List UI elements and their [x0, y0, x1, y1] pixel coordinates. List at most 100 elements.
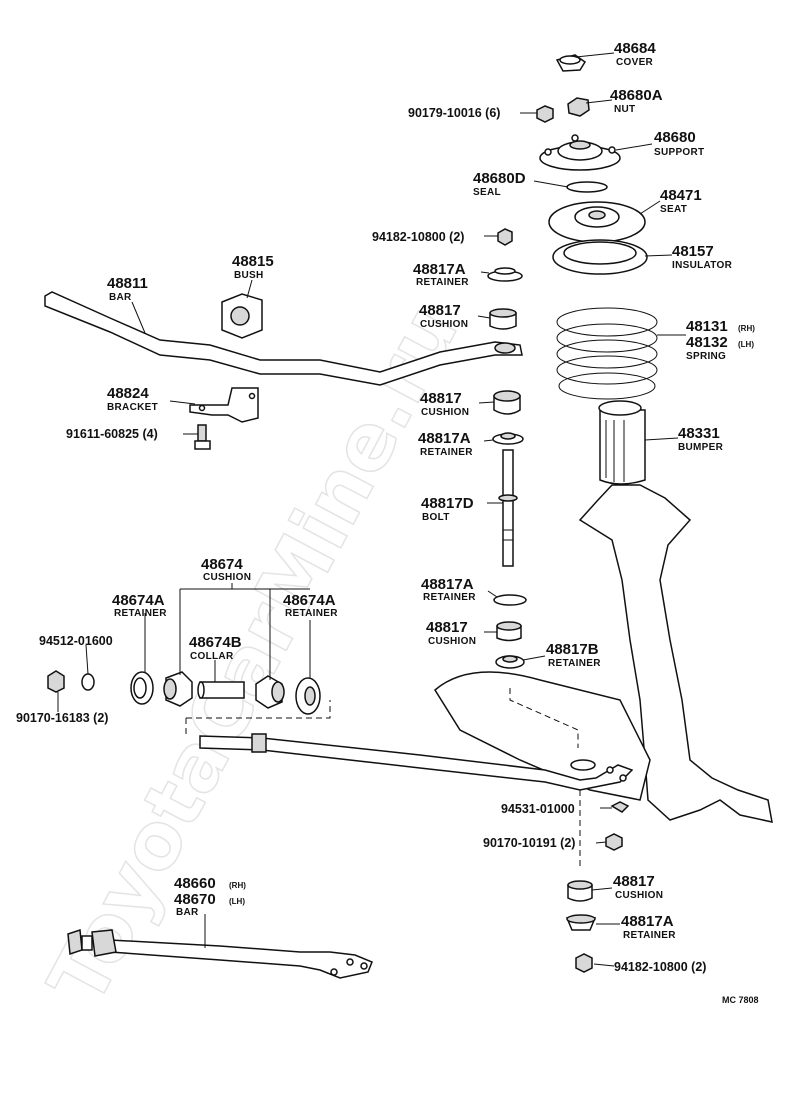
insulator-part [552, 239, 648, 275]
part-number-90170-10191: 90170-10191 (2) [483, 836, 575, 850]
tension-bar-part [67, 928, 373, 979]
part-number-94512: 94512-01600 [39, 634, 113, 648]
retainer-3-part [493, 594, 527, 606]
part-number-48817-4: 48817 [613, 873, 655, 890]
part-number-94182-bottom: 94182-10800 (2) [614, 960, 706, 974]
strut-knuckle-part [434, 484, 773, 823]
cushion-4-part [567, 880, 593, 902]
part-name-retainer-48674a-left: RETAINER [114, 608, 167, 619]
rod-washer-part [81, 673, 95, 691]
part-number-48131: 48131 [686, 318, 728, 335]
part-number-48817a-1: 48817A [413, 261, 466, 278]
part-number-48817-3: 48817 [426, 619, 468, 636]
nut-part [567, 97, 590, 117]
part-number-48157: 48157 [672, 243, 714, 260]
part-name-support: SUPPORT [654, 147, 704, 158]
nut-small-part [536, 105, 554, 123]
part-suffix-lh-48132: (LH) [738, 340, 754, 349]
bracket-part [189, 387, 259, 423]
retainer-b-part [495, 655, 525, 669]
part-name-cover: COVER [616, 57, 654, 68]
stabilizer-bar-part [44, 291, 523, 386]
part-suffix-rh-48131: (RH) [738, 324, 755, 333]
part-name-cushion-2: CUSHION [421, 407, 469, 418]
cover-part [555, 54, 587, 72]
part-number-48817a-2: 48817A [418, 430, 471, 447]
part-number-48674: 48674 [201, 556, 243, 573]
bracket-bolt-part [194, 424, 211, 450]
part-number-48817-2: 48817 [420, 390, 462, 407]
part-name-bracket: BRACKET [107, 402, 158, 413]
cushion-3-part [496, 621, 522, 642]
part-number-48674a-left: 48674A [112, 592, 165, 609]
part-name-bumper: BUMPER [678, 442, 724, 453]
part-name-seat: SEAT [660, 204, 687, 215]
part-number-48132: 48132 [686, 334, 728, 351]
part-number-48811: 48811 [107, 275, 148, 292]
bush-part [221, 293, 263, 339]
part-number-48680: 48680 [654, 129, 696, 146]
retainer-2-part [492, 432, 524, 445]
part-number-94531: 94531-01000 [501, 802, 575, 816]
part-name-seal: SEAL [473, 187, 501, 198]
part-number-48331: 48331 [678, 425, 720, 442]
part-name-retainer-b: RETAINER [548, 658, 601, 669]
part-number-48824: 48824 [107, 385, 149, 402]
rod-retainer-right-part [295, 677, 321, 715]
spring-part [556, 307, 658, 400]
seal-part [566, 181, 608, 193]
small-bolt-part [610, 801, 630, 813]
part-name-retainer-48674a-right: RETAINER [285, 608, 338, 619]
part-name-bar: BAR [109, 292, 132, 303]
part-name-bar-48670: BAR [176, 907, 199, 918]
part-name-retainer-3: RETAINER [423, 592, 476, 603]
part-number-48674b: 48674B [189, 634, 242, 651]
part-number-48817d: 48817D [421, 495, 474, 512]
bolt-stack-small-nut [497, 228, 513, 246]
part-number-48660: 48660 [174, 875, 216, 892]
part-name-cushion-4: CUSHION [615, 890, 663, 901]
part-name-collar: COLLAR [190, 651, 234, 662]
rod-collar-part [197, 681, 245, 699]
part-name-bolt: BOLT [422, 512, 450, 523]
part-number-94182-top: 94182-10800 (2) [372, 230, 464, 244]
part-number-91611: 91611-60825 (4) [66, 427, 158, 441]
part-number-48471: 48471 [660, 187, 702, 204]
part-name-bush: BUSH [234, 270, 264, 281]
part-name-insulator: INSULATOR [672, 260, 733, 271]
cushion-2-part [493, 390, 521, 415]
part-number-48684: 48684 [614, 40, 656, 57]
part-number-48817a-4: 48817A [621, 913, 674, 930]
cushion-1-part [489, 308, 517, 330]
part-name-cushion-48674: CUSHION [203, 572, 251, 583]
small-bolt-2-part [605, 833, 623, 851]
rod-retainer-left-part [130, 671, 154, 705]
part-number-48817b: 48817B [546, 641, 599, 658]
bolt-part [498, 449, 518, 567]
part-number-48815: 48815 [232, 253, 274, 270]
part-name-nut: NUT [614, 104, 635, 115]
part-suffix-lh-48670: (LH) [229, 897, 245, 906]
retainer-4-part [565, 914, 597, 931]
part-name-retainer-4: RETAINER [623, 930, 676, 941]
rod-cushion-right-part [255, 675, 285, 709]
part-name-cushion-3: CUSHION [428, 636, 476, 647]
part-name-spring: SPRING [686, 351, 726, 362]
seat-part [548, 201, 646, 243]
part-name-retainer-1: RETAINER [416, 277, 469, 288]
part-number-48680a: 48680A [610, 87, 663, 104]
alignment-dashes [185, 688, 581, 870]
part-number-48817-1: 48817 [419, 302, 461, 319]
small-nut-bottom-part [575, 953, 593, 973]
labels: 48684 COVER 48680A NUT 90179-10016 (6) 4… [16, 40, 759, 1005]
retainer-1-part [487, 267, 523, 282]
part-number-90170-16183: 90170-16183 (2) [16, 711, 108, 725]
part-number-90179: 90179-10016 (6) [408, 106, 500, 120]
part-number-48817a-3: 48817A [421, 576, 474, 593]
leader-lines [57, 52, 686, 967]
part-number-48670: 48670 [174, 891, 216, 908]
part-number-48674a-right: 48674A [283, 592, 336, 609]
bumper-part [598, 400, 646, 485]
support-part [539, 134, 621, 171]
